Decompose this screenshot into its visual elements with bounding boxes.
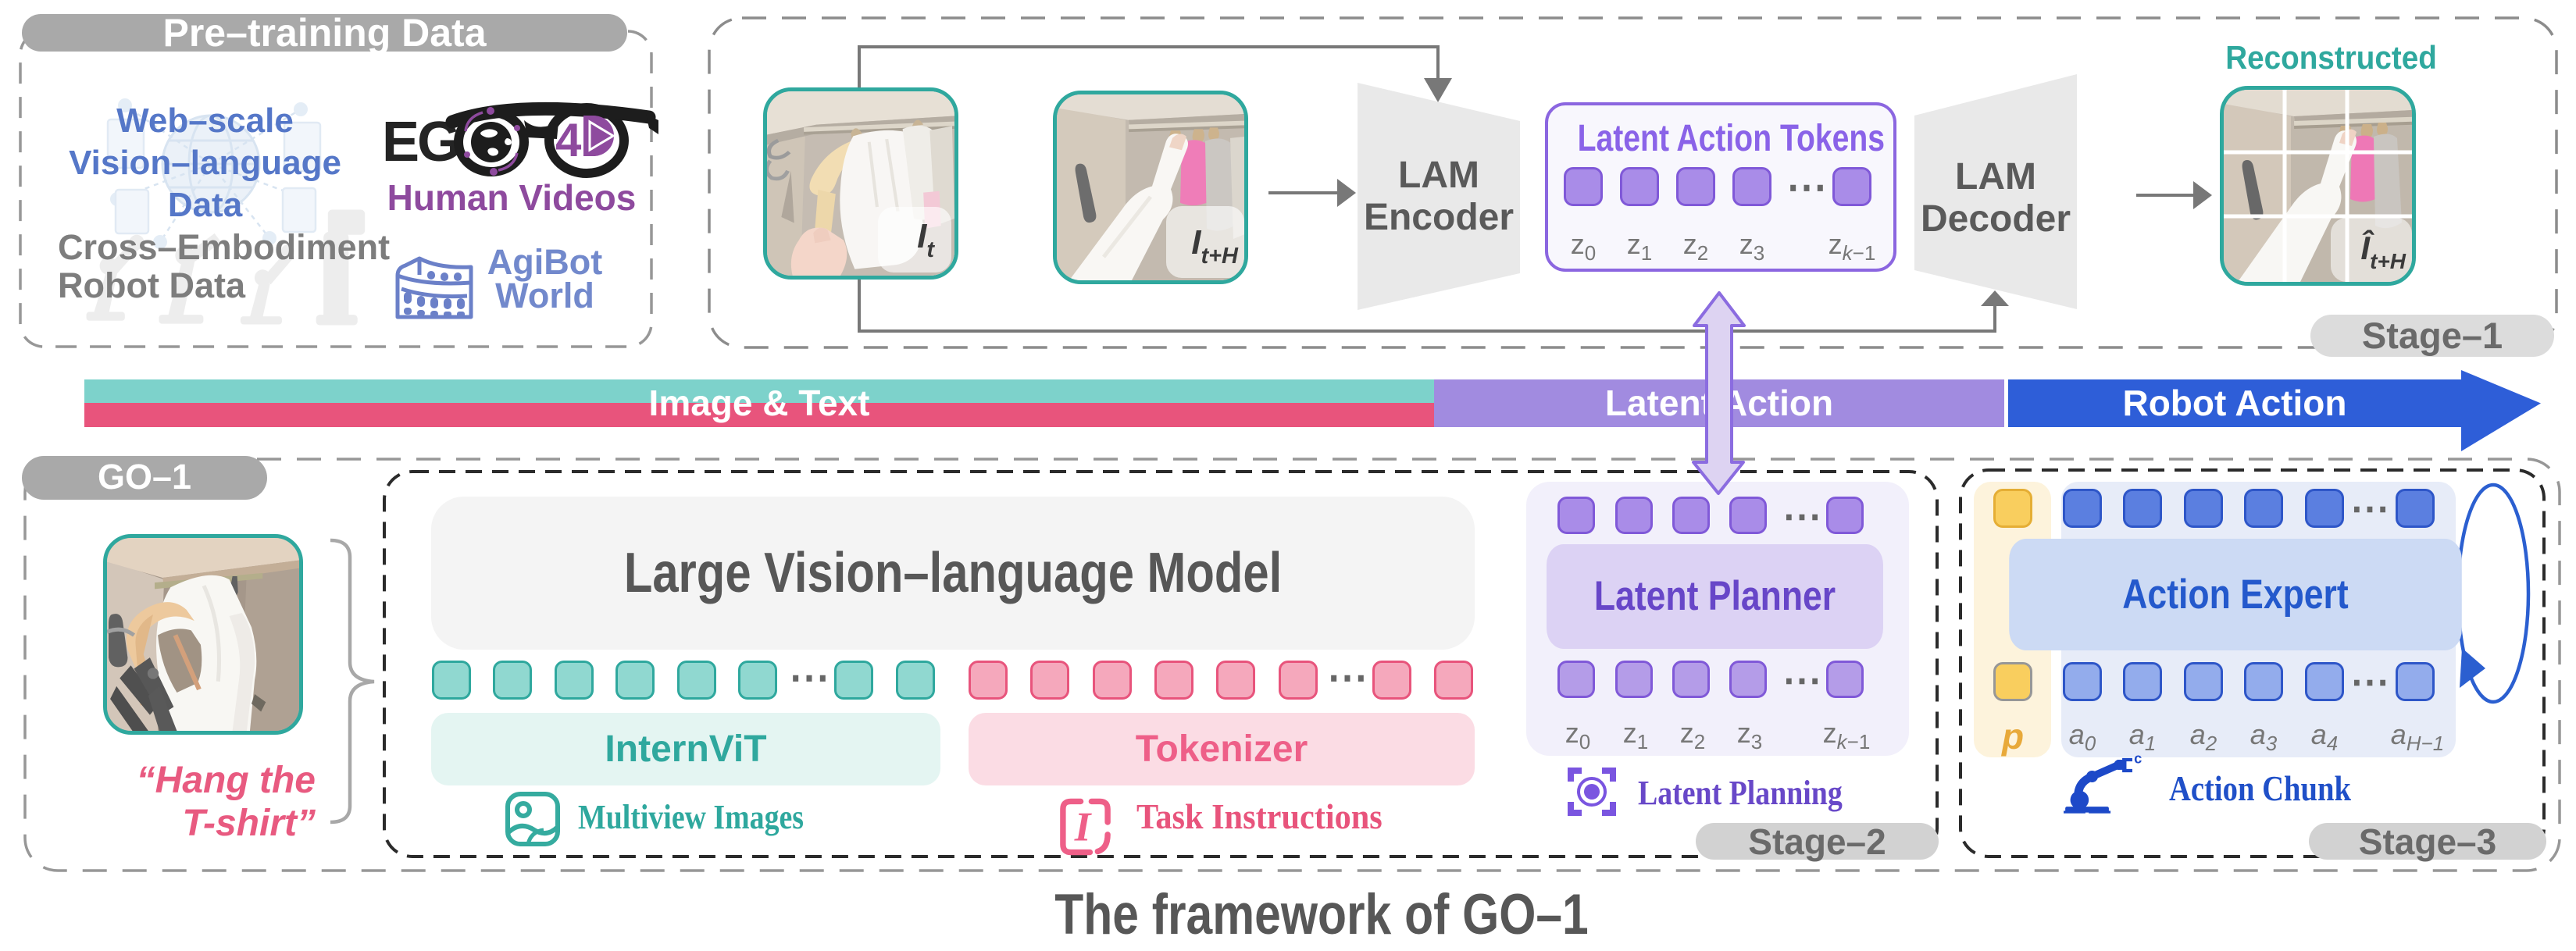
svg-text:c: c bbox=[2134, 751, 2142, 766]
svg-text:I: I bbox=[1074, 804, 1093, 850]
svg-text:4: 4 bbox=[555, 114, 582, 166]
